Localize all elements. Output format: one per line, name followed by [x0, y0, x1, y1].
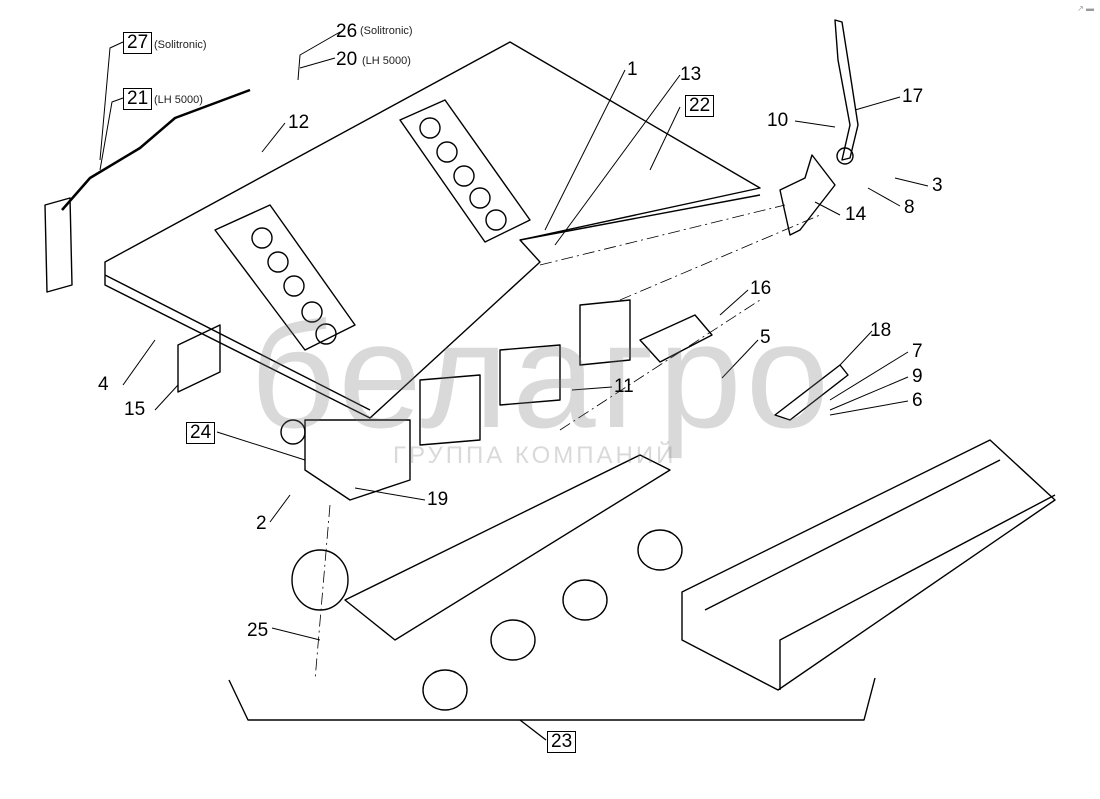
callout-9: 9: [912, 366, 923, 387]
callout-1: 1: [627, 59, 638, 80]
callout-7: 7: [912, 341, 923, 362]
corner-mark: ↗ ▬: [1077, 4, 1094, 13]
bracket: [779, 154, 836, 236]
callout-21-note: (LH 5000): [154, 94, 203, 106]
callout-19: 19: [427, 489, 449, 510]
callout-22: 22: [685, 95, 715, 117]
callout-15: 15: [124, 399, 146, 420]
callout-12: 12: [288, 112, 310, 133]
callout-27: 27: [123, 32, 153, 54]
callout-17: 17: [902, 86, 924, 107]
slot-plate-right: [399, 99, 531, 243]
collection-tray: [681, 439, 1056, 691]
callout-13: 13: [680, 64, 702, 85]
slot-plate-left: [214, 204, 356, 351]
cover-plate: [639, 314, 713, 363]
callout-21: 21: [123, 88, 153, 110]
callout-4: 4: [98, 374, 109, 395]
callout-20: 20: [336, 49, 358, 70]
callout-14: 14: [845, 204, 867, 225]
clip: [774, 364, 849, 421]
callout-24: 24: [186, 422, 216, 444]
funnel-assembly: [344, 454, 671, 641]
callout-20-note: (LH 5000): [362, 55, 411, 67]
callout-27-note: (Solitronic): [154, 39, 207, 51]
callout-25: 25: [247, 620, 269, 641]
callout-6: 6: [912, 390, 923, 411]
sensor-cable: [61, 88, 251, 211]
callout-26: 26: [336, 21, 358, 42]
callout-26-note: (Solitronic): [360, 25, 413, 37]
callout-10: 10: [767, 110, 789, 131]
hopper-plate: [104, 41, 761, 419]
callout-16: 16: [750, 278, 772, 299]
callout-23: 23: [547, 731, 577, 753]
callout-2: 2: [256, 513, 267, 534]
group-bracket-23: [228, 677, 876, 721]
side-plate: [177, 324, 221, 393]
watermark-brand: белагро: [250, 291, 834, 459]
callout-18: 18: [870, 320, 892, 341]
callout-8: 8: [904, 197, 915, 218]
watermark-subtitle: ГРУППА КОМПАНИЙ: [393, 442, 677, 469]
metering-housing: [304, 419, 411, 501]
callout-11: 11: [614, 376, 634, 397]
callout-3: 3: [932, 175, 943, 196]
callout-5: 5: [760, 327, 771, 348]
lever: [834, 19, 859, 161]
